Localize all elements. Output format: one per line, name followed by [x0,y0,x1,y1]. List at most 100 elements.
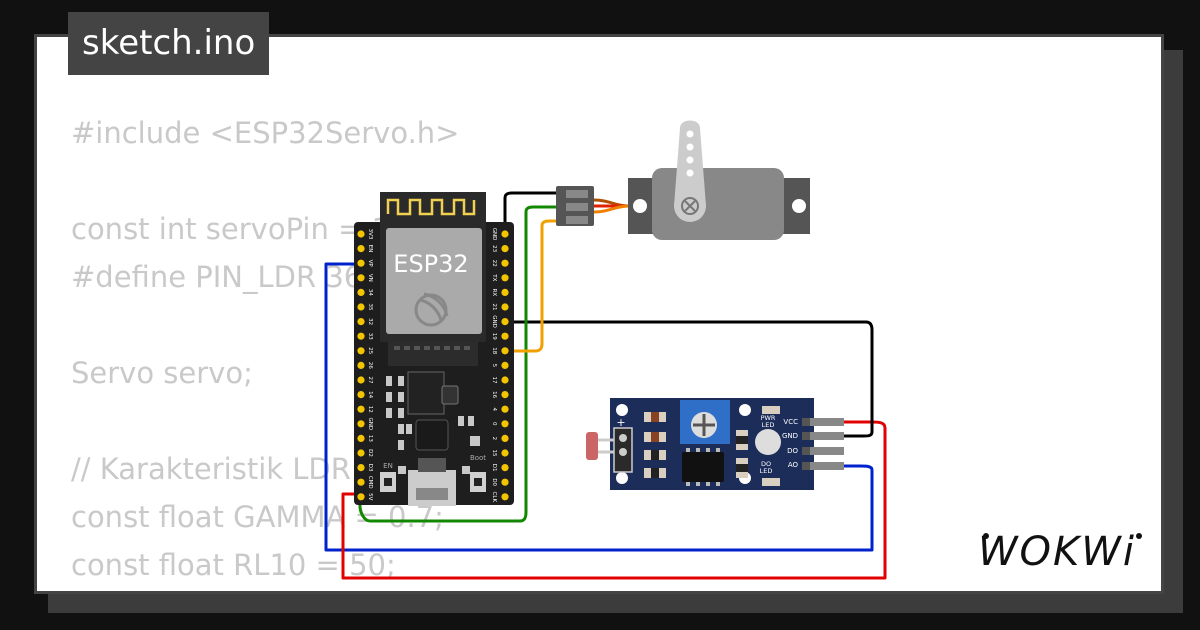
pin-vn[interactable] [357,274,365,282]
pin-label: 14 [367,391,373,398]
pin-label: 27 [367,377,373,384]
pin-gnd[interactable] [501,318,509,326]
pin-26[interactable] [357,361,365,369]
pin-3v3[interactable] [357,230,365,238]
pin-34[interactable] [357,288,365,296]
esp32-board[interactable]: ESP32 EN [354,192,514,506]
pin-gnd[interactable] [357,420,365,428]
pin-16[interactable] [501,391,509,399]
pin-label-vcc: VCC [783,418,798,426]
pin-label: 34 [367,289,373,296]
pin-label: 19 [491,333,497,340]
pin-rx[interactable] [501,288,509,296]
pin-label: 22 [491,260,497,267]
pin-label: D1 [491,464,497,472]
antenna-trace [386,198,476,216]
servo-motor[interactable] [556,120,810,241]
pin-label: 2 [491,437,497,441]
pin-15[interactable] [501,449,509,457]
pin-label: 5 [491,364,497,368]
pin-label: 15 [491,450,497,457]
file-tab-title[interactable]: sketch.ino [68,12,270,75]
pin-label: 16 [491,391,497,398]
en-label: EN [383,462,393,470]
wire-black-gnd[interactable] [505,320,874,438]
ldr-pin-header[interactable]: VCC GND DO AO [782,418,844,470]
pin-en[interactable] [357,245,365,253]
pin-label-do: DO [787,447,798,455]
wire-orange-signal[interactable] [505,219,560,353]
pin-label: VP [367,260,373,268]
pin-0[interactable] [501,420,509,428]
esp32-label: ESP32 [393,250,468,278]
pin-label: GND [367,417,373,430]
minus-label: − [616,474,625,487]
pin-14[interactable] [357,391,365,399]
pin-35[interactable] [357,303,365,311]
pin-label: 33 [367,333,373,340]
pin-label: D2 [367,449,373,457]
code-line: #include <ESP32Servo.h> [71,116,460,150]
pin-4[interactable] [501,405,509,413]
wire-black-servo[interactable] [503,191,560,234]
pin-18[interactable] [501,347,509,355]
ldr-module[interactable]: + − [586,398,844,490]
led-indicator [755,429,781,455]
wire-green-servo[interactable] [358,205,560,523]
code-line: #define PIN_LDR 36 [71,260,363,294]
code-line: const float RL10 = 50; [71,548,396,582]
pin-27[interactable] [357,376,365,384]
pin-33[interactable] [357,332,365,340]
pin-23[interactable] [501,245,509,253]
pin-5v[interactable] [357,493,365,501]
pin-17[interactable] [501,376,509,384]
pin-label: D0 [491,478,497,486]
pin-label: 5V [367,493,373,500]
wire-blue-ao[interactable] [324,262,874,552]
pin-label: 0 [491,422,497,426]
pin-label: 26 [367,362,373,369]
pin-32[interactable] [357,318,365,326]
pin-label: 23 [491,245,497,252]
pin-12[interactable] [357,405,365,413]
pin-gnd[interactable] [501,230,509,238]
servo-horn[interactable] [674,120,706,214]
code-line: // Karakteristik LDR [71,452,351,486]
photoresistor[interactable] [586,432,598,460]
pin-label: 12 [367,406,373,413]
pin-label: 3V3 [367,229,373,240]
pin-label: GND [491,315,497,328]
sketch-card[interactable]: #include <ESP32Servo.h>const int servoPi… [34,34,1164,594]
pin-label: CLK [491,492,497,503]
pin-label: VN [367,274,373,282]
pin-label: 32 [367,318,373,325]
pin-vp[interactable] [357,259,365,267]
wokwi-logo: WOKWi [978,529,1142,575]
espressif-logo-icon [414,292,449,327]
pin-d2[interactable] [357,449,365,457]
pin-2[interactable] [501,434,509,442]
pin-cmd[interactable] [357,478,365,486]
wokwi-logo-text: WOKWi [978,529,1136,575]
pin-19[interactable] [501,332,509,340]
pin-label: EN [367,245,373,253]
pin-25[interactable] [357,347,365,355]
pin-5[interactable] [501,361,509,369]
pin-21[interactable] [501,303,509,311]
pin-label: 25 [367,347,373,354]
pin-d1[interactable] [501,464,509,472]
pin-tx[interactable] [501,274,509,282]
pin-label-gnd: GND [782,432,798,440]
pin-d3[interactable] [357,464,365,472]
pin-22[interactable] [501,259,509,267]
code-preview: #include <ESP32Servo.h>const int servoPi… [71,109,459,589]
pin-clk[interactable] [501,493,509,501]
pin-13[interactable] [357,434,365,442]
pin-d0[interactable] [501,478,509,486]
left-pin-header[interactable]: 3V3ENVPVN343532332526271412GND13D2D3CMD5… [357,229,373,501]
code-line: Servo servo; [71,356,253,390]
